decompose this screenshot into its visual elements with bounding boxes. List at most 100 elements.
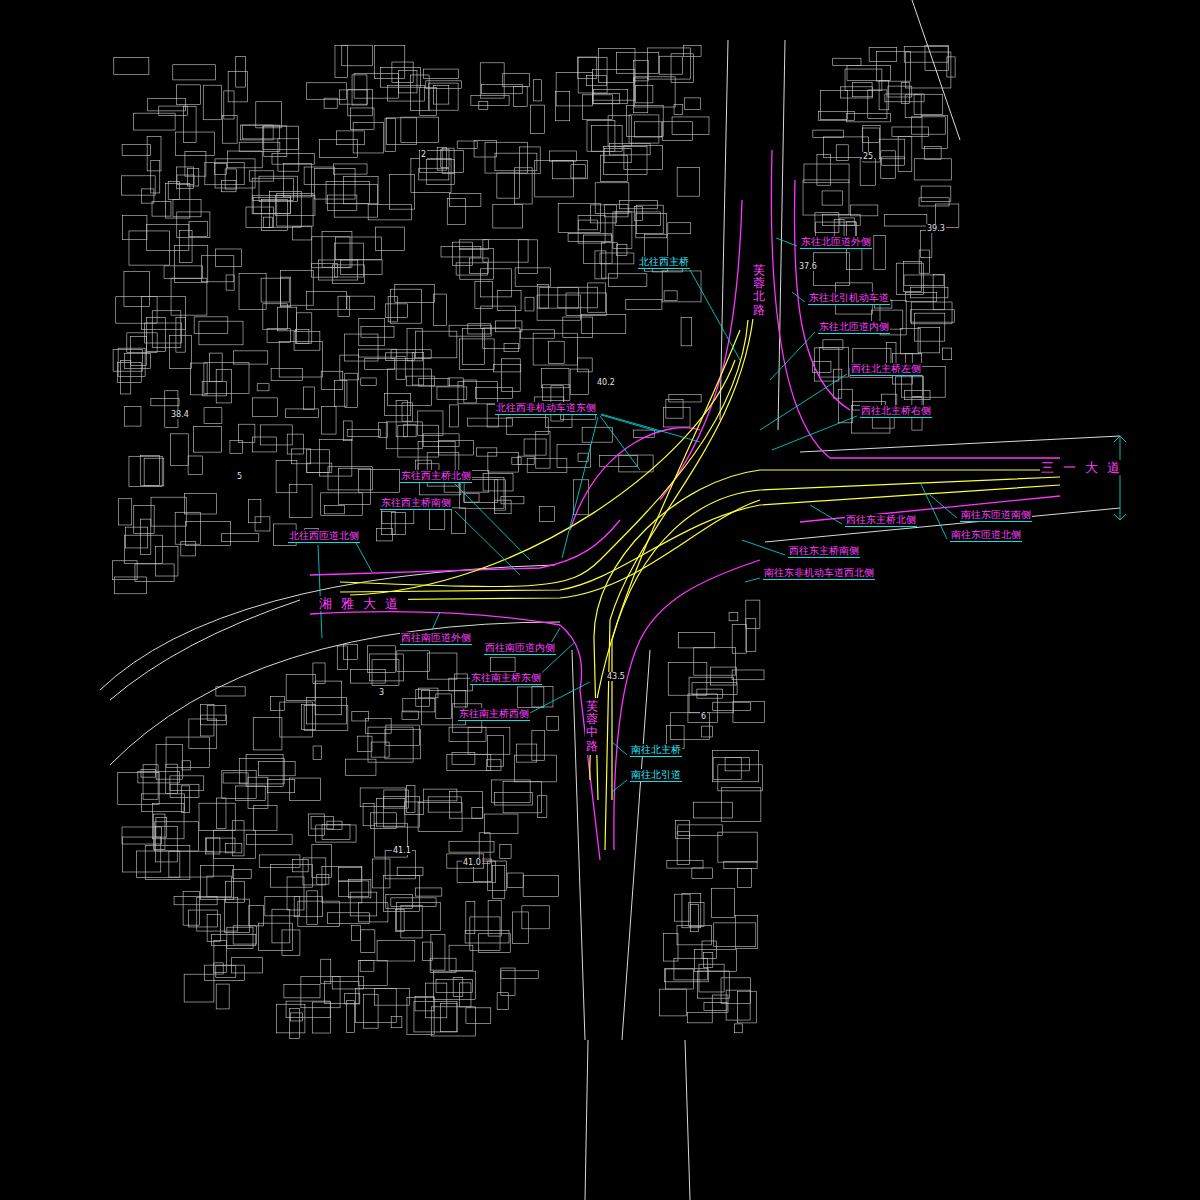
road-edges bbox=[100, 0, 1120, 1200]
building-outline bbox=[904, 275, 944, 285]
building-outline bbox=[126, 527, 148, 548]
building-outline bbox=[193, 427, 221, 453]
building-outline bbox=[481, 85, 522, 94]
building-outline bbox=[125, 535, 163, 563]
building-outline bbox=[437, 387, 467, 399]
building-outline bbox=[396, 357, 405, 380]
building-outline bbox=[249, 906, 264, 926]
building-outline bbox=[601, 243, 617, 278]
map-number: 40.2 bbox=[596, 378, 616, 387]
building-outline bbox=[202, 382, 226, 396]
building-outline bbox=[600, 253, 634, 264]
building-outline bbox=[666, 969, 694, 989]
map-number: 41.0 bbox=[462, 858, 482, 867]
centerline bbox=[590, 330, 740, 780]
building-outline bbox=[699, 964, 724, 992]
building-outline bbox=[820, 91, 847, 120]
map-number: 37.6 bbox=[798, 262, 818, 271]
building-outline bbox=[222, 534, 259, 542]
building-outline bbox=[497, 290, 521, 310]
building-outline bbox=[277, 194, 313, 226]
building-outline bbox=[177, 212, 210, 238]
building-outline bbox=[692, 683, 737, 695]
building-outline bbox=[688, 1012, 713, 1023]
building-outline bbox=[460, 339, 495, 370]
building-outline bbox=[540, 507, 555, 522]
road-name: 三一大道 bbox=[1040, 460, 1130, 475]
building-outline bbox=[900, 328, 920, 353]
building-outline bbox=[634, 206, 642, 220]
building-outline bbox=[350, 108, 374, 130]
building-outline bbox=[416, 888, 442, 896]
building-outline bbox=[879, 80, 889, 109]
building-outline bbox=[904, 262, 922, 292]
building-outline bbox=[392, 62, 413, 82]
building-outline bbox=[677, 832, 690, 865]
building-outline bbox=[464, 480, 498, 503]
building-outline bbox=[156, 546, 178, 576]
building-outline bbox=[339, 90, 367, 104]
building-outline bbox=[536, 432, 550, 469]
building-outline bbox=[441, 246, 481, 257]
building-outline bbox=[125, 406, 141, 426]
building-outline bbox=[521, 330, 555, 338]
building-outline bbox=[293, 227, 312, 240]
building-outline bbox=[678, 825, 722, 836]
building-outline bbox=[836, 145, 848, 161]
building-outline bbox=[184, 974, 214, 1002]
building-outline bbox=[170, 784, 199, 797]
building-outline bbox=[594, 89, 628, 103]
building-outline bbox=[267, 780, 294, 793]
building-outline bbox=[453, 977, 463, 996]
building-outline bbox=[312, 263, 338, 277]
building-outline bbox=[398, 70, 417, 92]
building-outline bbox=[141, 794, 184, 812]
building-outline bbox=[713, 750, 759, 781]
building-outline bbox=[484, 814, 518, 834]
building-outline bbox=[522, 906, 549, 929]
building-outline bbox=[697, 689, 722, 698]
building-outline bbox=[483, 239, 528, 262]
centerline bbox=[605, 300, 755, 850]
building-outline bbox=[466, 1008, 491, 1024]
building-outline bbox=[216, 249, 242, 267]
building-outline bbox=[531, 105, 545, 133]
callout-label: 南往北引道 bbox=[630, 769, 682, 782]
building-outline bbox=[203, 85, 221, 120]
building-outline bbox=[577, 57, 596, 78]
road-edge bbox=[110, 622, 560, 765]
building-outline bbox=[165, 183, 190, 218]
building-outline bbox=[389, 174, 414, 209]
building-outline bbox=[694, 647, 736, 675]
building-outline bbox=[910, 287, 948, 298]
leader-line bbox=[612, 742, 627, 755]
road-edge bbox=[110, 600, 300, 700]
building-outline bbox=[426, 159, 454, 184]
building-outline bbox=[303, 387, 314, 409]
building-outline bbox=[277, 1004, 305, 1033]
leader-line bbox=[810, 505, 842, 524]
building-outline bbox=[243, 125, 280, 139]
building-outline bbox=[605, 205, 628, 217]
building-outline bbox=[349, 879, 371, 898]
building-layer bbox=[112, 45, 958, 1038]
centerline bbox=[340, 500, 760, 600]
building-outline bbox=[259, 855, 300, 868]
callout-label: 东往南主桥西侧 bbox=[458, 708, 530, 721]
building-outline bbox=[558, 287, 598, 308]
building-outline bbox=[514, 86, 528, 106]
building-outline bbox=[168, 182, 179, 200]
building-outline bbox=[664, 408, 690, 427]
building-outline bbox=[216, 966, 236, 978]
building-outline bbox=[361, 327, 394, 338]
building-outline bbox=[361, 930, 375, 953]
building-outline bbox=[449, 945, 473, 970]
building-outline bbox=[351, 925, 360, 940]
building-outline bbox=[431, 934, 445, 970]
building-outline bbox=[344, 645, 358, 660]
building-outline bbox=[255, 517, 270, 531]
building-outline bbox=[369, 654, 403, 681]
building-outline bbox=[481, 306, 516, 329]
building-outline bbox=[391, 512, 405, 534]
leader-line bbox=[432, 612, 440, 630]
